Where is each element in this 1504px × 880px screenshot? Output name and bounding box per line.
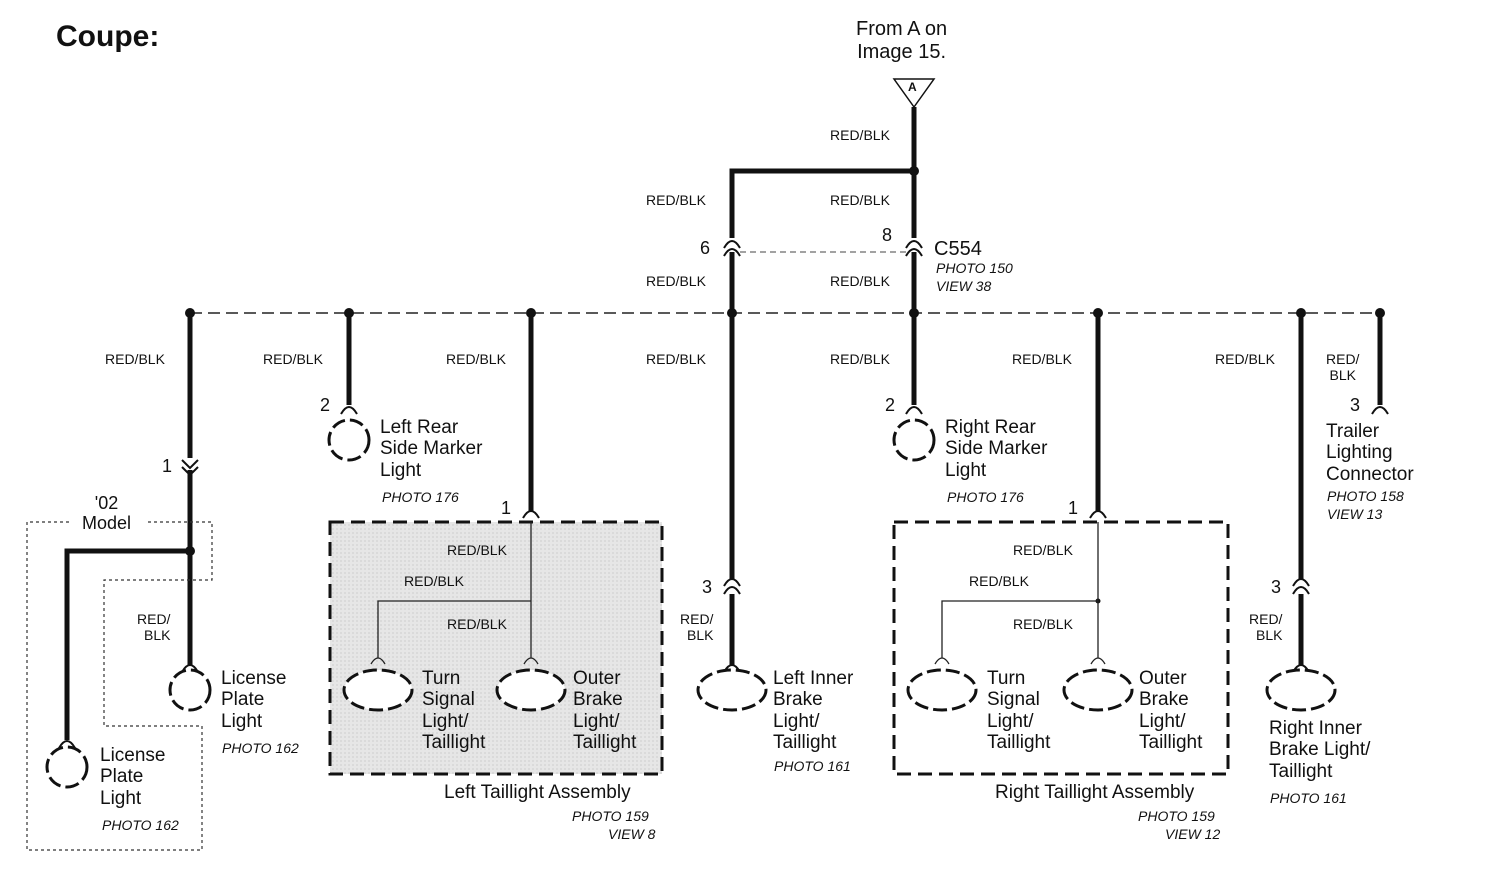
trailer-connector-pin: 3: [1350, 395, 1361, 415]
wire-label-license-plate: RED/ BLK: [137, 611, 171, 643]
wire-label-left-assembly-1: RED/BLK: [447, 542, 507, 558]
right-side-marker-pin: 2: [885, 395, 896, 415]
wire-label-trunk: RED/BLK: [830, 127, 890, 143]
left-taillight-pin: 1: [501, 498, 512, 518]
connector-a-symbol: [892, 78, 936, 109]
license-plate-light-02-photo: PHOTO 162: [102, 817, 179, 833]
wire-label-left-inner: RED/ BLK: [680, 611, 714, 643]
license-plate-light-label: License Plate Light: [221, 668, 287, 732]
branch-wires: [64, 313, 1383, 740]
right-taillight-pin: 1: [1068, 498, 1079, 518]
left-taillight-assembly-box: [328, 520, 664, 776]
wire-label-branch-7: RED/BLK: [1215, 351, 1275, 367]
trailer-connector-photo: PHOTO 158: [1327, 488, 1404, 504]
right-inner-brake-pin: 3: [1271, 577, 1282, 597]
wire-label-right-assembly-1: RED/BLK: [1013, 542, 1073, 558]
wire-label-right-assembly-2: RED/BLK: [969, 573, 1029, 589]
model-02-note: '02 Model: [80, 493, 134, 534]
wire-label-left-assembly-2: RED/BLK: [404, 573, 464, 589]
right-side-marker-photo: PHOTO 176: [947, 489, 1024, 505]
license-plate-light-photo: PHOTO 162: [222, 740, 299, 756]
wire-label-branch-8: RED/ BLK: [1326, 351, 1360, 383]
left-side-marker-photo: PHOTO 176: [382, 489, 459, 505]
wire-label-branch-4: RED/BLK: [646, 351, 706, 367]
bulb-symbols: [45, 418, 1337, 789]
left-taillight-photo: PHOTO 159: [572, 808, 649, 824]
right-inner-brake-label: Right Inner Brake Light/ Taillight: [1269, 718, 1371, 782]
right-taillight-assembly-label: Right Taillight Assembly: [995, 782, 1195, 803]
right-taillight-view: VIEW 12: [1165, 826, 1221, 842]
c554-name: C554: [934, 238, 982, 260]
left-side-marker-label: Left Rear Side Marker Light: [380, 417, 483, 481]
license-plate-light-02-label: License Plate Light: [100, 745, 166, 809]
wire-label-right-upper: RED/BLK: [830, 192, 890, 208]
license-plate-pin: 1: [162, 456, 173, 476]
trailer-connector-view: VIEW 13: [1327, 506, 1383, 522]
right-turn-signal-label: Turn Signal Light/ Taillight: [987, 668, 1051, 754]
right-side-marker-label: Right Rear Side Marker Light: [945, 417, 1048, 481]
wire-label-left-upper: RED/BLK: [646, 192, 706, 208]
connector-a-letter: A: [908, 80, 917, 94]
right-outer-brake-label: Outer Brake Light/ Taillight: [1139, 668, 1203, 754]
trailer-connector-label: Trailer Lighting Connector: [1326, 421, 1414, 485]
wire-label-branch-1: RED/BLK: [105, 351, 165, 367]
left-taillight-assembly-label: Left Taillight Assembly: [444, 782, 631, 803]
wire-label-right-assembly-3: RED/BLK: [1013, 616, 1073, 632]
left-side-marker-pin: 2: [320, 395, 331, 415]
wire-label-branch-5: RED/BLK: [830, 351, 890, 367]
wire-label-branch-3: RED/BLK: [446, 351, 506, 367]
page-title: Coupe:: [56, 20, 160, 53]
left-inner-brake-photo: PHOTO 161: [774, 758, 851, 774]
right-inner-brake-photo: PHOTO 161: [1270, 790, 1347, 806]
c554-photo: PHOTO 150: [936, 260, 1013, 276]
wire-label-right-inner: RED/ BLK: [1249, 611, 1283, 643]
left-inner-brake-pin: 3: [702, 577, 713, 597]
wire-label-branch-2: RED/BLK: [263, 351, 323, 367]
c554-pin-6: 6: [700, 238, 711, 258]
wire-label-left-lower: RED/BLK: [646, 273, 706, 289]
model-02-box: [26, 521, 213, 851]
left-inner-brake-label: Left Inner Brake Light/ Taillight: [773, 668, 854, 754]
c554-view: VIEW 38: [936, 278, 992, 294]
assembly-internal-wires: [370, 522, 1106, 665]
from-connector-note: From A on Image 15.: [856, 18, 948, 63]
wire-label-branch-6: RED/BLK: [1012, 351, 1072, 367]
c554-connector-symbols: [723, 240, 923, 257]
wire-label-right-lower: RED/BLK: [830, 273, 890, 289]
left-turn-signal-label: Turn Signal Light/ Taillight: [422, 668, 486, 754]
c554-pin-8: 8: [882, 225, 893, 245]
left-outer-brake-label: Outer Brake Light/ Taillight: [573, 668, 637, 754]
right-taillight-photo: PHOTO 159: [1138, 808, 1215, 824]
wire-label-left-assembly-3: RED/BLK: [447, 616, 507, 632]
left-taillight-view: VIEW 8: [608, 826, 656, 842]
